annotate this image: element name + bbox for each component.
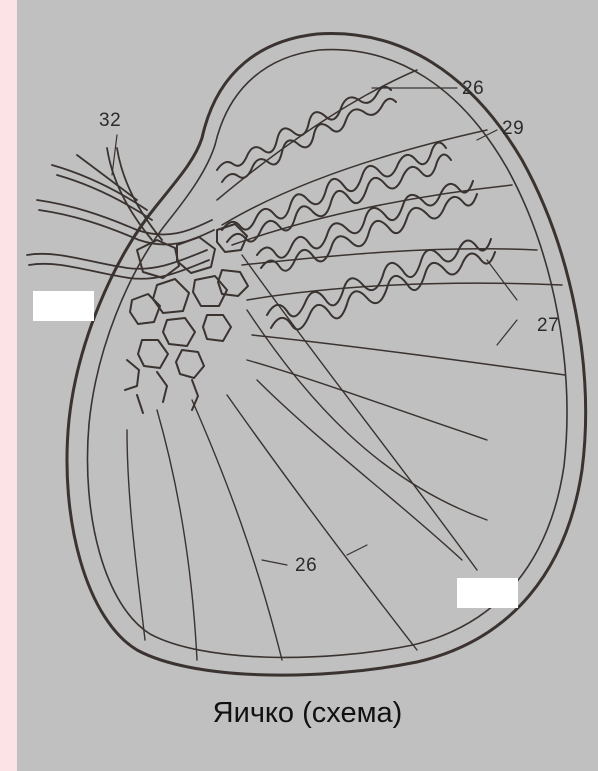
label-leader-lines — [112, 88, 517, 565]
label-26-top: 26 — [462, 78, 484, 100]
answer-blank-right[interactable] — [457, 578, 518, 608]
label-32: 32 — [99, 110, 121, 132]
label-26-bottom: 26 — [295, 555, 317, 577]
tubules — [217, 87, 495, 330]
capsule-inner — [87, 50, 566, 658]
diagram-caption: Яичко (схема) — [17, 697, 598, 730]
septa-lower — [127, 255, 487, 660]
answer-blank-left[interactable] — [33, 291, 94, 321]
septa-upper — [217, 70, 565, 375]
slide-panel: 26 29 32 27 26 Яичко (схема) — [17, 0, 598, 771]
label-29: 29 — [502, 118, 524, 140]
label-27: 27 — [537, 315, 559, 337]
rete-testis — [125, 224, 248, 413]
